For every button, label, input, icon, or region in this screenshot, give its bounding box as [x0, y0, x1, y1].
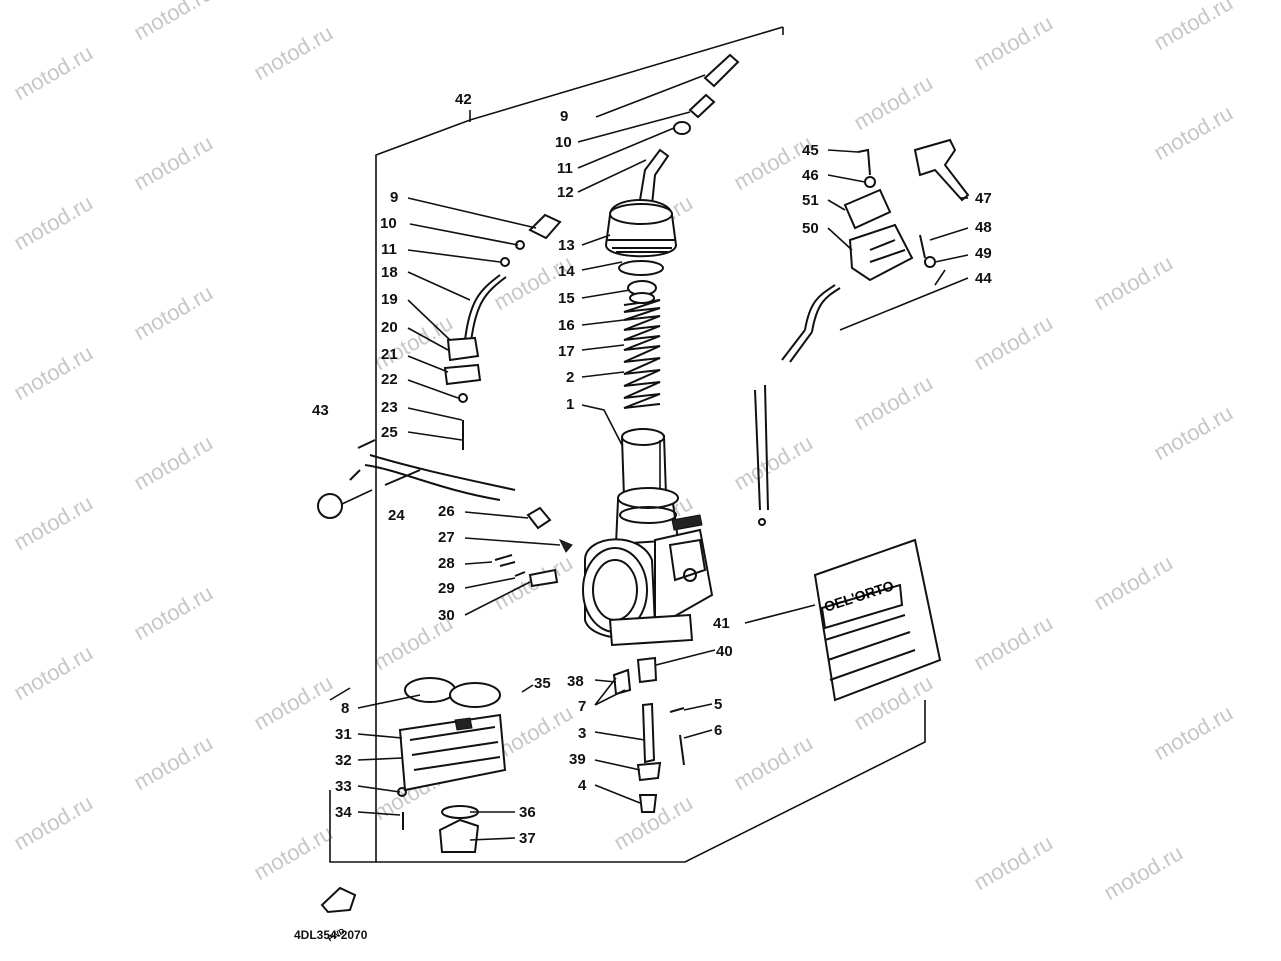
callout-28: 28	[438, 555, 455, 572]
callout-24: 24	[388, 507, 405, 524]
callout-30: 30	[438, 607, 455, 624]
callout-23: 23	[381, 399, 398, 416]
callout-16: 16	[558, 317, 575, 334]
callout-6: 6	[714, 722, 723, 739]
callout-33: 33	[335, 778, 352, 795]
callout-42: 42	[455, 91, 472, 108]
callout-11: 11	[557, 160, 573, 177]
callout-13: 13	[558, 237, 575, 254]
callout-39: 39	[569, 751, 586, 768]
callout-5: 5	[714, 696, 723, 713]
callout-37: 37	[519, 830, 536, 847]
callout-10: 10	[555, 134, 572, 151]
leader-lines	[357, 74, 969, 841]
mixing-chamber-cap	[604, 199, 678, 276]
callout-3: 3	[578, 725, 587, 742]
callout-8: 8	[341, 700, 350, 717]
callout-32: 32	[335, 752, 352, 769]
float-bowl-parts	[397, 677, 507, 853]
callout-43: 43	[312, 402, 329, 419]
callout-2: 2	[566, 369, 575, 386]
callout-25: 25	[381, 424, 398, 441]
callout-1: 1	[566, 396, 575, 413]
callout-48: 48	[975, 219, 992, 236]
callout-18: 18	[381, 264, 398, 281]
callout-44: 44	[975, 270, 992, 287]
callout-9: 9	[560, 108, 569, 125]
callout-19: 19	[381, 291, 398, 308]
callout-12: 12	[557, 184, 574, 201]
callout-45: 45	[802, 142, 819, 159]
jet-parts	[612, 656, 685, 813]
callout-51: 51	[802, 192, 819, 209]
callout-14: 14	[558, 263, 575, 280]
callout-9: 9	[390, 189, 399, 206]
callout-31: 31	[335, 726, 352, 743]
callout-46: 46	[802, 167, 819, 184]
callout-17: 17	[558, 343, 575, 360]
callout-21: 21	[381, 346, 398, 363]
throttle-valve-spring	[623, 280, 661, 409]
throttle-adjuster-top	[639, 53, 740, 206]
carburetor-body	[582, 487, 714, 647]
callout-7: 7	[578, 698, 587, 715]
callout-36: 36	[519, 804, 536, 821]
callout-11: 11	[381, 241, 397, 258]
callout-27: 27	[438, 529, 455, 546]
callout-38: 38	[567, 673, 584, 690]
callout-26: 26	[438, 503, 455, 520]
callout-49: 49	[975, 245, 992, 262]
callout-35: 35	[534, 675, 551, 692]
drawing-code: 4DL354-2070	[294, 928, 368, 942]
callout-34: 34	[335, 804, 352, 821]
callout-40: 40	[716, 643, 733, 660]
callout-41: 41	[713, 615, 730, 632]
forward-direction-mark	[320, 886, 357, 914]
callout-50: 50	[802, 220, 819, 237]
throttle-valve	[620, 428, 668, 499]
throttle-cable	[317, 213, 562, 519]
callout-22: 22	[381, 371, 398, 388]
callout-10: 10	[380, 215, 397, 232]
callout-15: 15	[558, 290, 575, 307]
assembly-frame-lower	[329, 700, 926, 863]
callout-4: 4	[578, 777, 587, 794]
callout-20: 20	[381, 319, 398, 336]
idle-screw-parts	[494, 506, 573, 588]
choke-lever-assembly	[754, 138, 970, 526]
assembly-frame-42	[375, 26, 784, 862]
callout-29: 29	[438, 580, 455, 597]
callout-47: 47	[975, 190, 992, 207]
decal-sheet	[813, 538, 942, 702]
